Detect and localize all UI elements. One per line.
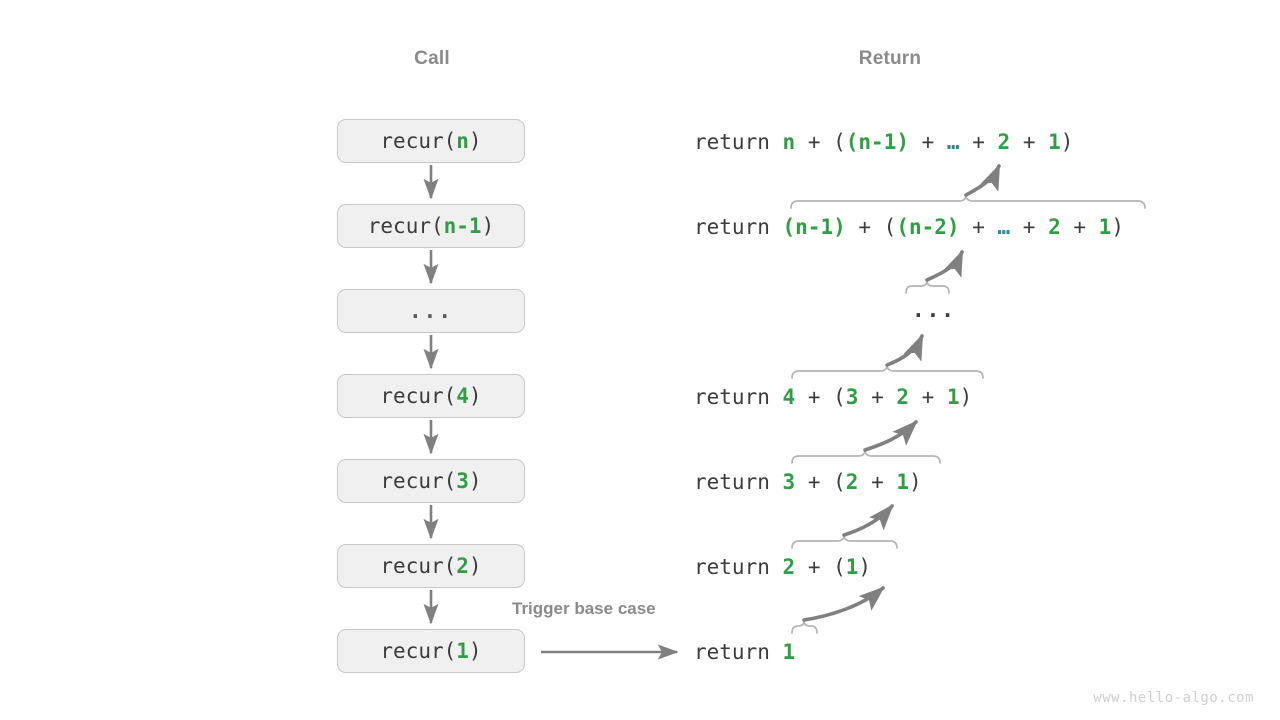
call-box-close-paren: ) <box>468 554 482 578</box>
expression-token: + <box>858 470 897 494</box>
trigger-base-case-label: Trigger base case <box>512 599 656 618</box>
return-mid-ellipsis: ... <box>912 298 956 322</box>
expression-token: + <box>795 470 834 494</box>
call-box-argument: 3 <box>456 469 469 493</box>
call-box-close-paren: ) <box>468 129 482 153</box>
expression-token: 1 <box>1098 215 1112 239</box>
expression-token: + <box>959 215 998 239</box>
expression-token: 2 <box>896 385 910 409</box>
return-line-4: return 4 + (3 + 2 + 1) <box>694 384 972 410</box>
call-box-close-paren: ) <box>468 384 482 408</box>
return-keyword: return <box>694 385 783 409</box>
call-box-close-paren: ) <box>481 214 495 238</box>
call-box-fn-name: recur( <box>380 554 457 578</box>
call-box-argument: 1 <box>456 639 469 663</box>
expression-token: 4 <box>782 385 796 409</box>
return-line-n-1: return (n-1) + ((n-2) + … + 2 + 1) <box>694 214 1124 240</box>
call-box-fn-name: recur( <box>380 469 457 493</box>
expression-token: + <box>909 385 947 409</box>
expression-token: 2 <box>782 555 796 579</box>
expression-token: ( <box>833 385 846 409</box>
expression-token: ( <box>833 555 846 579</box>
expression-token: 1 <box>845 555 859 579</box>
expression-token: + <box>1010 215 1049 239</box>
call-box-ellipsis-text: ... <box>409 299 453 323</box>
call-box-1[interactable]: recur(1) <box>337 629 525 673</box>
expression-token: 2 <box>845 470 859 494</box>
expression-token: 3 <box>845 385 859 409</box>
expression-token: … <box>946 130 960 154</box>
return-arrow-to-mid <box>885 333 924 367</box>
expression-token: (n-1) <box>845 130 909 154</box>
return-arrow-to-n <box>964 163 1001 197</box>
expression-token: ( <box>883 215 897 239</box>
call-box-fn-name: recur( <box>380 129 457 153</box>
expression-token: + <box>845 215 884 239</box>
return-keyword: return <box>694 555 783 579</box>
call-box-3[interactable]: recur(3) <box>337 459 525 503</box>
expression-token: + <box>959 130 998 154</box>
expression-token: + <box>908 130 947 154</box>
brace-mid-ellipsis <box>905 280 950 294</box>
expression-token: ) <box>1111 215 1124 239</box>
return-line-1: return 1 <box>694 639 795 665</box>
return-keyword: return <box>694 470 783 494</box>
call-box-close-paren: ) <box>468 639 482 663</box>
brace-4 <box>791 364 984 379</box>
call-box-4[interactable]: recur(4) <box>337 374 525 418</box>
expression-token: n <box>782 130 796 154</box>
expression-token: ) <box>858 555 872 579</box>
expression-token: (n-2) <box>896 215 960 239</box>
return-line-3: return 3 + (2 + 1) <box>694 469 922 495</box>
call-box-fn-name: recur( <box>380 639 457 663</box>
expression-token: + <box>795 555 834 579</box>
expression-token: ) <box>909 470 922 494</box>
watermark: www.hello-algo.com <box>1093 690 1254 706</box>
return-arrow-to-n-1 <box>925 249 964 282</box>
call-box-2[interactable]: recur(2) <box>337 544 525 588</box>
call-box-dots[interactable]: ... <box>337 289 525 333</box>
brace-2 <box>791 534 898 549</box>
return-arrow-to-4 <box>863 420 918 452</box>
expression-token: (n-1) <box>782 215 846 239</box>
return-line-n: return n + ((n-1) + … + 2 + 1) <box>694 129 1073 155</box>
expression-token: 1 <box>1048 130 1061 154</box>
return-column-header: Return <box>858 48 922 69</box>
return-keyword: return <box>694 215 783 239</box>
expression-token: ) <box>1060 130 1074 154</box>
expression-token: 2 <box>997 130 1011 154</box>
expression-token: + <box>1060 215 1099 239</box>
call-box-n[interactable]: recur(n) <box>337 119 525 163</box>
expression-token: 3 <box>782 470 796 494</box>
expression-token: 1 <box>782 640 796 664</box>
expression-token: … <box>997 215 1011 239</box>
return-arrow-to-2 <box>802 586 885 622</box>
call-box-n-1[interactable]: recur(n-1) <box>337 204 525 248</box>
expression-token: 1 <box>946 385 960 409</box>
expression-token: 2 <box>1048 215 1061 239</box>
call-box-close-paren: ) <box>468 469 482 493</box>
brace-1 <box>791 620 818 634</box>
expression-token: ) <box>959 385 973 409</box>
expression-token: + <box>795 130 834 154</box>
call-box-argument: n-1 <box>443 214 482 238</box>
call-box-argument: 2 <box>456 554 469 578</box>
call-box-fn-name: recur( <box>367 214 444 238</box>
return-keyword: return <box>694 640 783 664</box>
expression-token: + <box>795 385 834 409</box>
call-box-fn-name: recur( <box>380 384 457 408</box>
return-line-2: return 2 + (1) <box>694 554 871 580</box>
expression-token: ( <box>833 470 846 494</box>
call-box-argument: n <box>456 129 469 153</box>
expression-token: + <box>1010 130 1049 154</box>
brace-n-1 <box>790 194 1146 209</box>
brace-3 <box>791 449 941 464</box>
expression-token: ( <box>833 130 846 154</box>
return-arrow-to-3 <box>842 504 894 537</box>
call-box-argument: 4 <box>456 384 469 408</box>
expression-token: + <box>858 385 897 409</box>
call-column-header: Call <box>414 48 450 69</box>
expression-token: 1 <box>896 470 910 494</box>
return-keyword: return <box>694 130 783 154</box>
